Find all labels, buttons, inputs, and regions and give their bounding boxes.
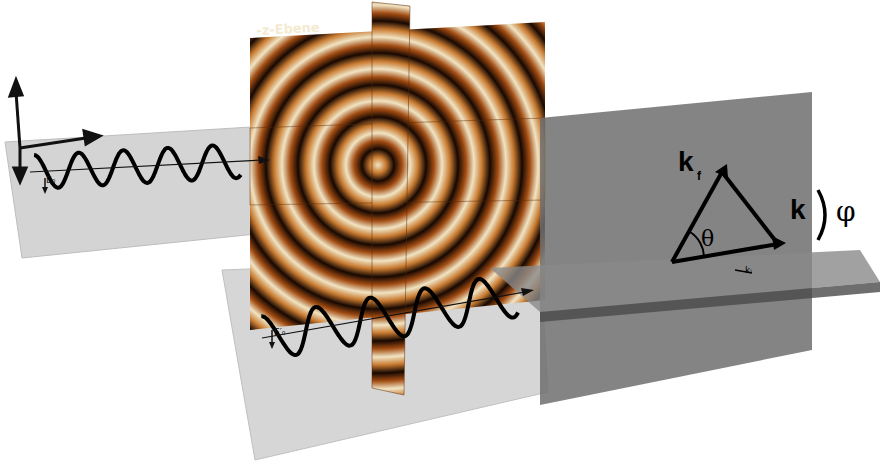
- vector-label: k: [678, 148, 694, 176]
- plane-label: -z-Ebene: [256, 21, 320, 37]
- detector-plane: [540, 92, 812, 405]
- coordinate-axes: [10, 80, 100, 182]
- scattering-triangle: [672, 172, 778, 262]
- field-label: E′₀: [274, 328, 285, 337]
- plane: [5, 126, 276, 258]
- vector-label: kᵢ: [745, 266, 752, 275]
- wave: [261, 279, 518, 355]
- vector-subscript: f: [697, 170, 701, 182]
- detector-plane: [540, 282, 880, 322]
- wave-axis: [30, 160, 262, 172]
- field-label: E₀: [46, 176, 55, 185]
- wave-axis: [262, 292, 525, 338]
- vector-label: k: [790, 196, 806, 224]
- angle-label: θ: [701, 228, 714, 250]
- angle-label: φ: [836, 198, 856, 226]
